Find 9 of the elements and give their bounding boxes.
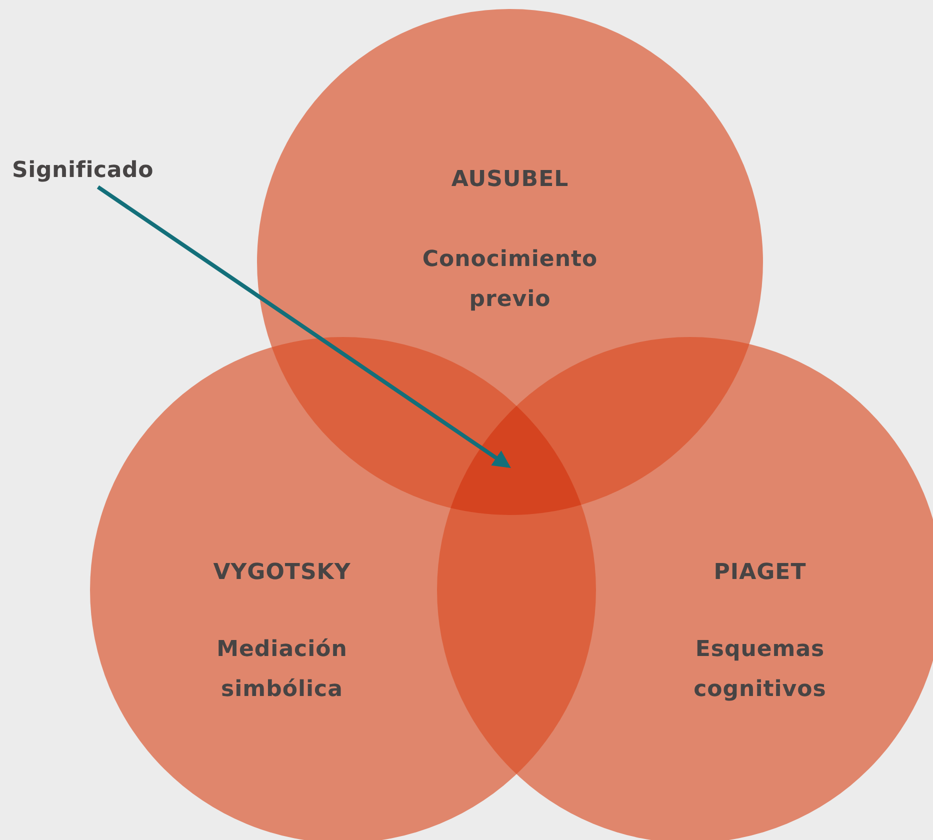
callout-label: Significado — [12, 158, 154, 183]
leader-arrow — [96, 185, 511, 468]
theorist-name: PIAGET — [712, 559, 808, 587]
theorist-name: VYGOTSKY — [212, 559, 352, 587]
concept-text: Conocimiento previo — [421, 246, 599, 314]
theorist-name: AUSUBEL — [450, 166, 570, 194]
central-intersection — [450, 406, 582, 515]
concept-text: Mediación simbólica — [216, 636, 348, 704]
concept-text: Esquemas cognitivos — [692, 636, 828, 704]
